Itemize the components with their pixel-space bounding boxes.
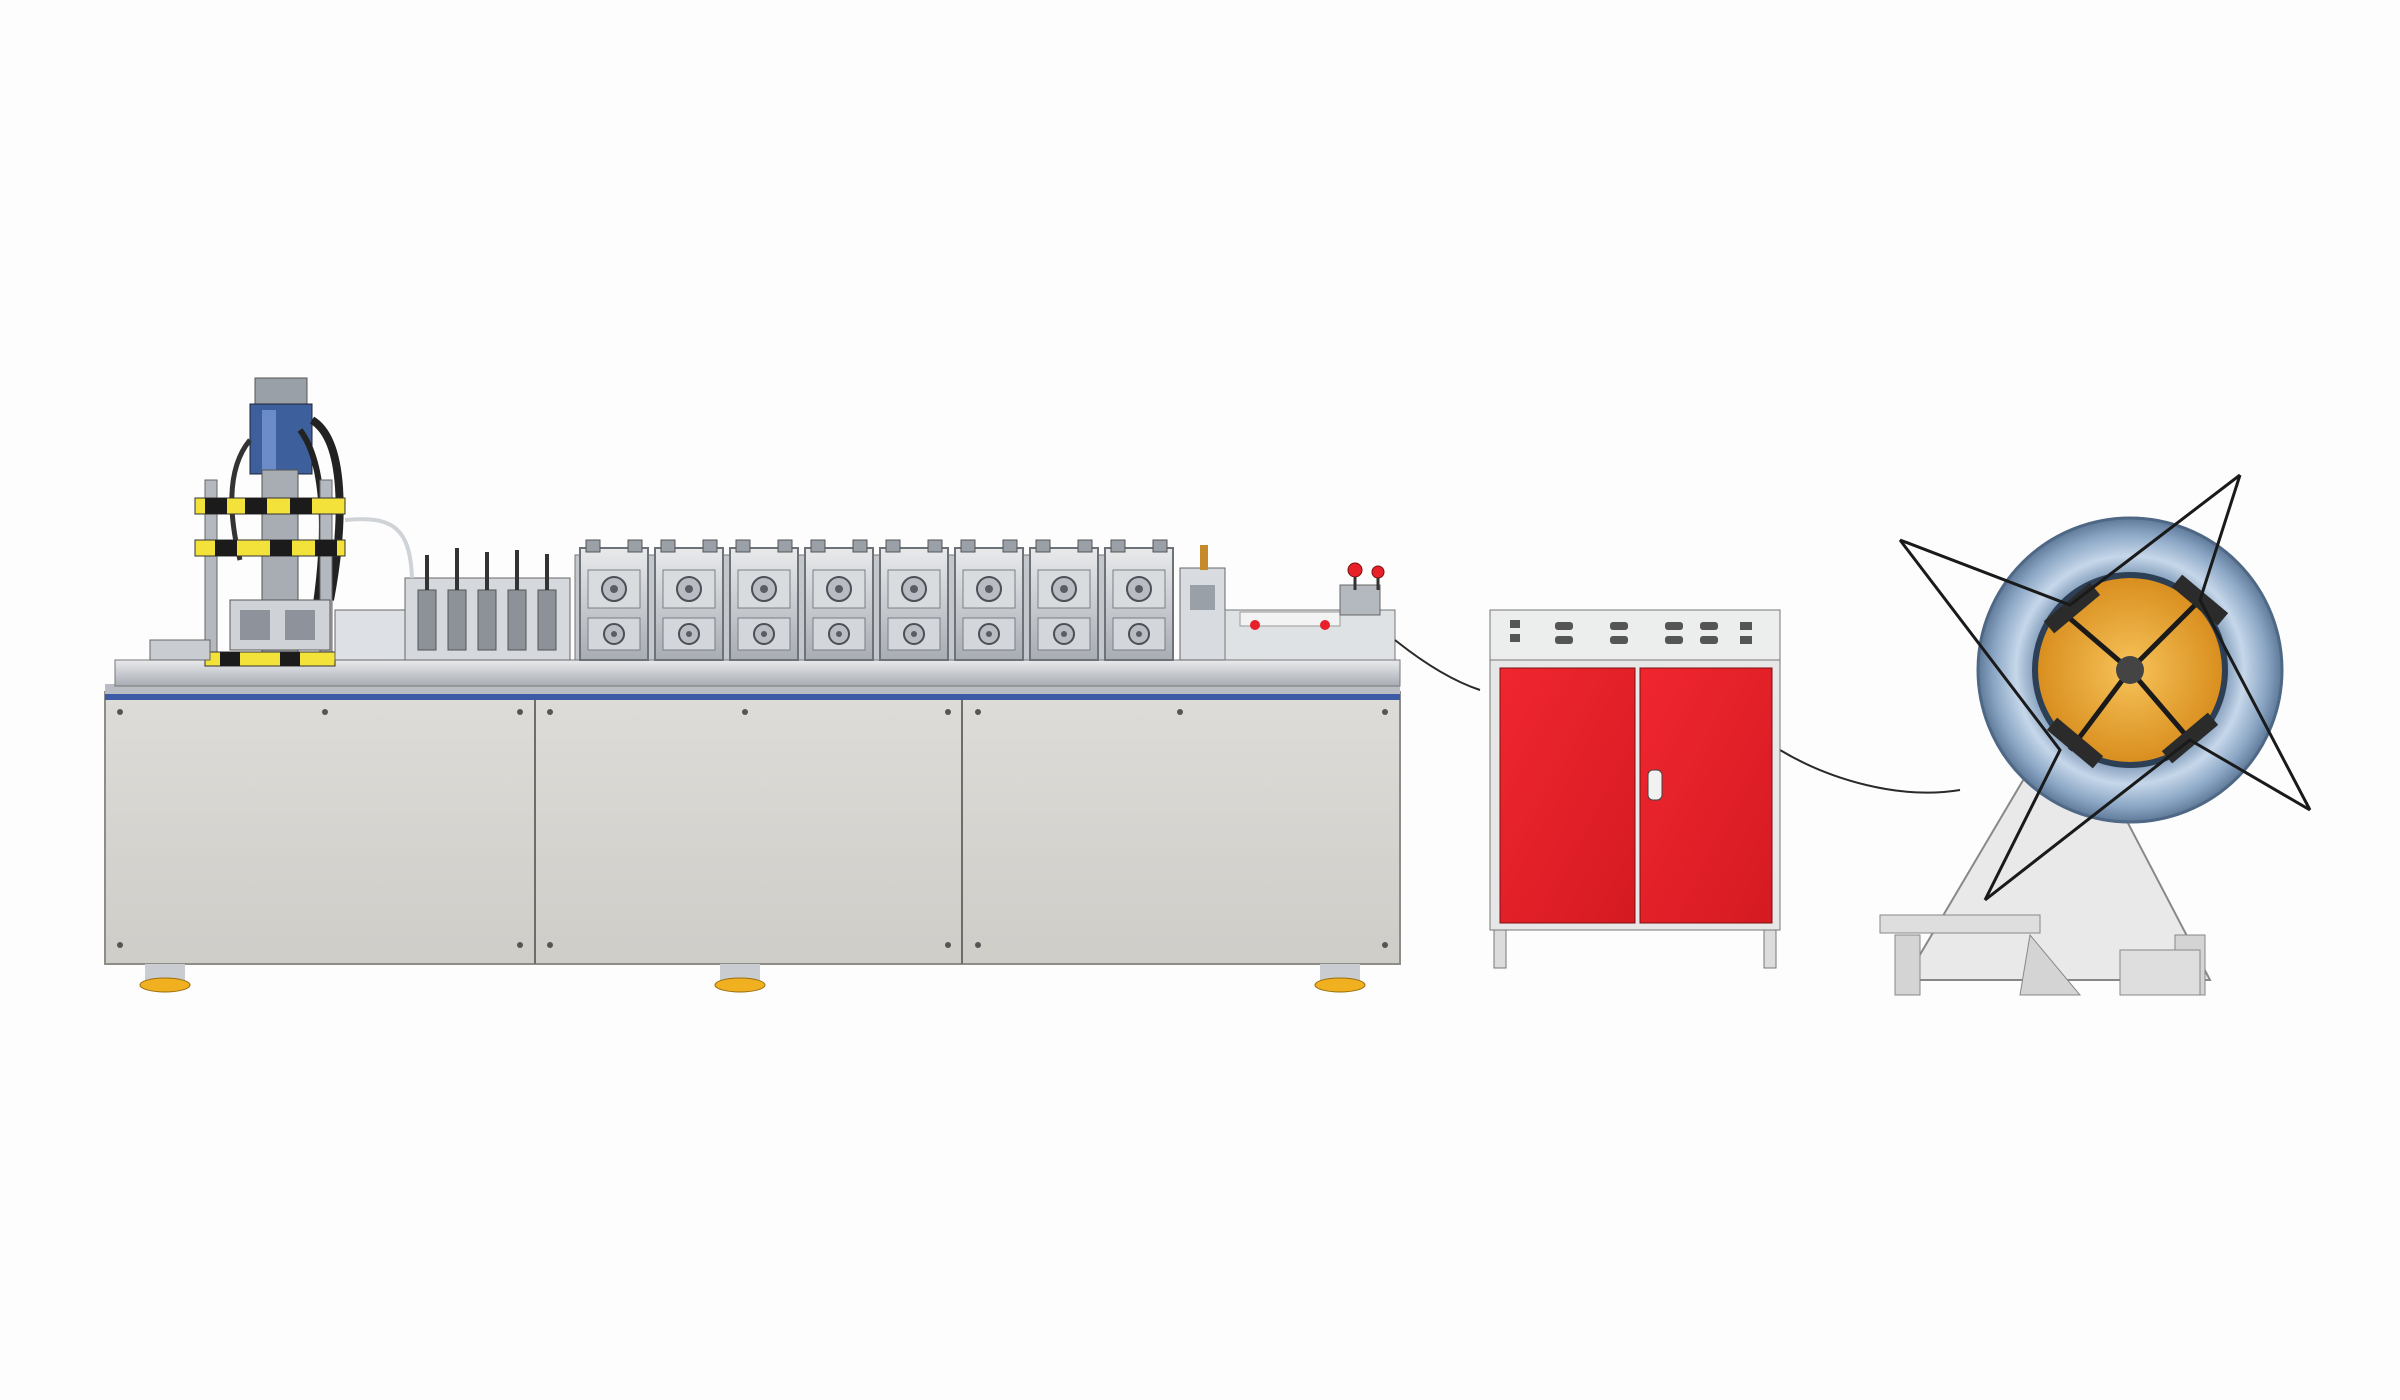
forming-station <box>579 539 649 661</box>
forming-station <box>804 539 874 661</box>
feed-guide-table <box>1179 545 1396 661</box>
hazard-stripe-plates <box>194 497 346 667</box>
machine-feet <box>139 964 1366 993</box>
forming-station <box>1104 539 1174 661</box>
control-panel-buttons <box>1510 620 1752 644</box>
forming-station <box>729 539 799 661</box>
cabinet-left-door <box>1499 667 1636 924</box>
forming-station <box>879 539 949 661</box>
hydraulic-punch-press <box>149 377 406 667</box>
machine-base <box>104 684 1401 993</box>
straightener-guide-unit <box>344 517 571 661</box>
forming-station <box>1029 539 1099 661</box>
forming-station-group <box>579 539 1174 661</box>
electric-control-cabinet <box>1489 609 1781 969</box>
decoiler <box>1879 473 2312 996</box>
forming-station <box>954 539 1024 661</box>
forming-station <box>654 539 724 661</box>
roll-forming-stations <box>574 539 1174 661</box>
power-cables <box>1394 639 1961 794</box>
cabinet-handle <box>1647 769 1663 801</box>
